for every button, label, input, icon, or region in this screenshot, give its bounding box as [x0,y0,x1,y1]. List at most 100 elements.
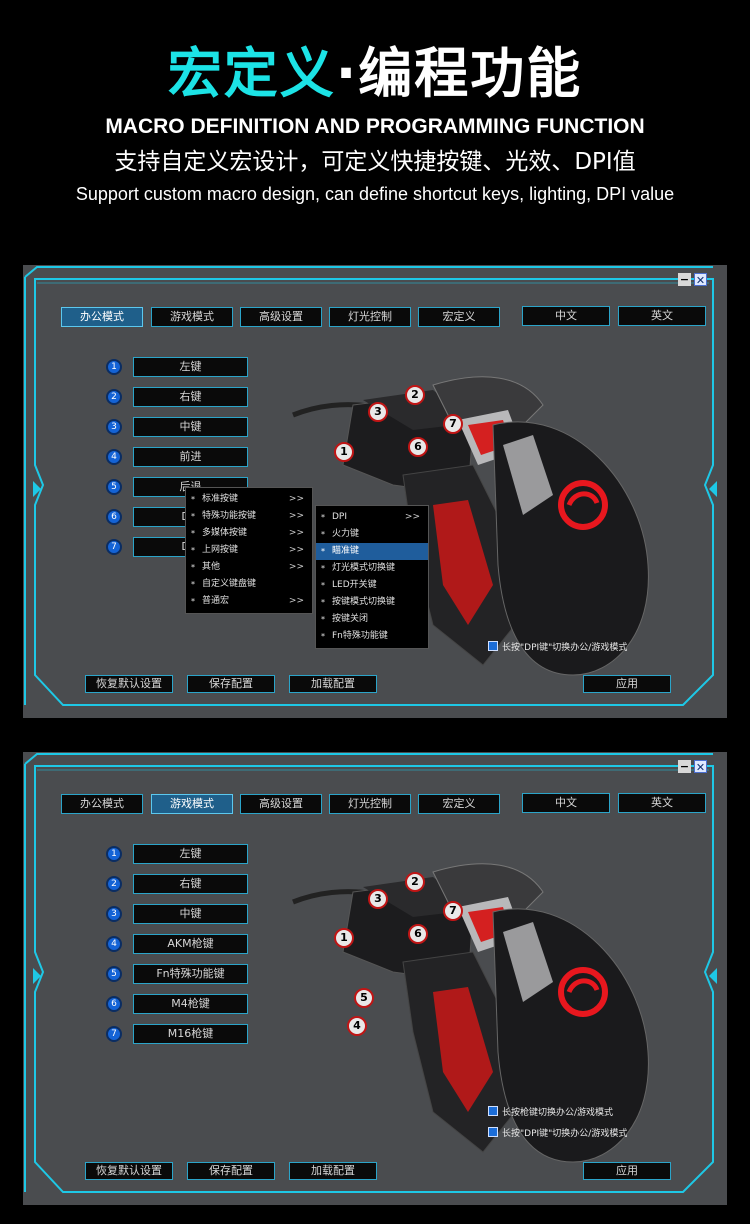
menu-item-special-keys[interactable]: * 特殊功能按键 >> [186,508,312,525]
key-button-2[interactable]: 右键 [133,387,248,407]
submenu-item-light-mode[interactable]: * 灯光模式切换键 [316,560,428,577]
panel-frame [24,266,717,706]
load-config-button[interactable]: 加载配置 [289,1162,377,1180]
save-config-button[interactable]: 保存配置 [187,675,275,693]
tab-macro[interactable]: 宏定义 [418,307,500,327]
menu-star-icon: * [191,546,195,555]
menu-star-icon: * [321,564,325,573]
menu-star-icon: * [191,597,195,606]
key-number-1: 1 [106,359,122,375]
tab-game-mode[interactable]: 游戏模式 [151,794,233,814]
tab-advanced-settings[interactable]: 高级设置 [240,794,322,814]
menu-star-icon: * [191,495,195,504]
callout-6: 6 [408,437,428,457]
key-number-3: 3 [106,419,122,435]
menu-item-other[interactable]: *其他>> [186,559,312,576]
close-icon[interactable]: ✕ [694,273,707,287]
menu-item-label: 按键关闭 [332,614,369,624]
menu-item-label: 灯光模式切换键 [332,563,396,573]
minimize-icon[interactable]: − [678,273,691,286]
menu-item-label: 特殊功能按键 [202,511,257,521]
key-button-3[interactable]: 中键 [133,417,248,437]
tab-advanced-settings[interactable]: 高级设置 [240,307,322,327]
minimize-icon[interactable]: − [678,760,691,773]
menu-item-media-keys[interactable]: *多媒体按键>> [186,525,312,542]
submenu-item-fire[interactable]: *火力键 [316,526,428,543]
submenu-arrow-icon: >> [288,562,304,572]
menu-item-label: 标准按键 [202,494,239,504]
callout-4: 4 [347,1016,367,1036]
key-button-6[interactable]: M4枪键 [133,994,248,1014]
key-button-3[interactable]: 中键 [133,904,248,924]
menu-star-icon: * [321,615,325,624]
option-dpi-toggle[interactable]: 长按"DPI键"切换办公/游戏模式 [488,641,627,654]
menu-item-standard-keys[interactable]: *标准按键>> [186,491,312,508]
callout-2: 2 [405,872,425,892]
submenu-item-key-off[interactable]: * 按键关闭 [316,611,428,628]
menu-star-icon: * [321,530,325,539]
menu-item-web-keys[interactable]: * 上网按键 >> [186,542,312,559]
apply-button[interactable]: 应用 [583,1162,671,1180]
save-config-button[interactable]: 保存配置 [187,1162,275,1180]
checkbox-icon[interactable] [488,641,498,651]
key-button-1[interactable]: 左键 [133,844,248,864]
submenu-item-led-switch[interactable]: *LED开关键 [316,577,428,594]
key-button-4[interactable]: AKM枪键 [133,934,248,954]
tab-office-mode[interactable]: 办公模式 [61,794,143,814]
load-config-button[interactable]: 加载配置 [289,675,377,693]
key-button-4[interactable]: 前进 [133,447,248,467]
submenu-item-key-mode[interactable]: *按键模式切换键 [316,594,428,611]
menu-star-icon: * [191,529,195,538]
tab-light-control[interactable]: 灯光控制 [329,307,411,327]
menu-star-icon: * [191,563,195,572]
mouse-illustration [292,863,649,1163]
key-number-4: 4 [106,936,122,952]
option-label: 长按"DPI键"切换办公/游戏模式 [502,1129,628,1139]
submenu-item-dpi[interactable]: *DPI>> [316,509,428,526]
apply-button[interactable]: 应用 [583,675,671,693]
key-number-7: 7 [106,539,122,555]
menu-item-label: 上网按键 [202,545,239,555]
key-button-1[interactable]: 左键 [133,357,248,377]
submenu-arrow-icon: >> [288,545,304,555]
option-gun-key-toggle[interactable]: 长按枪键切换办公/游戏模式 [488,1106,613,1119]
key-number-2: 2 [106,389,122,405]
menu-item-label: 多媒体按键 [202,528,248,538]
tab-macro[interactable]: 宏定义 [418,794,500,814]
key-number-5: 5 [106,479,122,495]
lang-chinese-button[interactable]: 中文 [522,306,610,326]
submenu-arrow-icon: >> [404,512,420,522]
description-en: Support custom macro design, can define … [75,184,675,204]
checkbox-icon[interactable] [488,1106,498,1116]
option-label: 长按"DPI键"切换办公/游戏模式 [502,643,628,653]
callout-7: 7 [443,901,463,921]
tab-game-mode[interactable]: 游戏模式 [151,307,233,327]
menu-item-custom-keyboard[interactable]: *自定义键盘键 [186,576,312,593]
key-button-2[interactable]: 右键 [133,874,248,894]
submenu-item-aim[interactable]: *瞄准键 [316,543,428,560]
submenu-item-fn[interactable]: *Fn特殊功能键 [316,628,428,645]
option-dpi-toggle[interactable]: 长按"DPI键"切换办公/游戏模式 [488,1127,627,1140]
mouse-illustration [292,376,649,676]
tab-light-control[interactable]: 灯光控制 [329,794,411,814]
callout-2: 2 [405,385,425,405]
checkbox-icon[interactable] [488,1127,498,1137]
reset-defaults-button[interactable]: 恢复默认设置 [85,675,173,693]
close-icon[interactable]: ✕ [694,760,707,774]
menu-item-label: 按键模式切换键 [332,597,396,607]
menu-item-normal-macro[interactable]: *普通宏>> [186,593,312,610]
key-button-5[interactable]: Fn特殊功能键 [133,964,248,984]
menu-star-icon: * [191,512,195,521]
description-cn: 支持自定义宏设计，可定义快捷按键、光效、DPI值 [114,149,636,175]
lang-english-button[interactable]: 英文 [618,793,706,813]
callout-6: 6 [408,924,428,944]
tab-office-mode[interactable]: 办公模式 [61,307,143,327]
lang-english-button[interactable]: 英文 [618,306,706,326]
key-number-3: 3 [106,906,122,922]
key-button-7[interactable]: M16枪键 [133,1024,248,1044]
lang-chinese-button[interactable]: 中文 [522,793,610,813]
reset-defaults-button[interactable]: 恢复默认设置 [85,1162,173,1180]
callout-1: 1 [334,928,354,948]
subtitle-en: MACRO DEFINITION AND PROGRAMMING FUNCTIO… [105,115,645,138]
submenu-arrow-icon: >> [288,511,304,521]
